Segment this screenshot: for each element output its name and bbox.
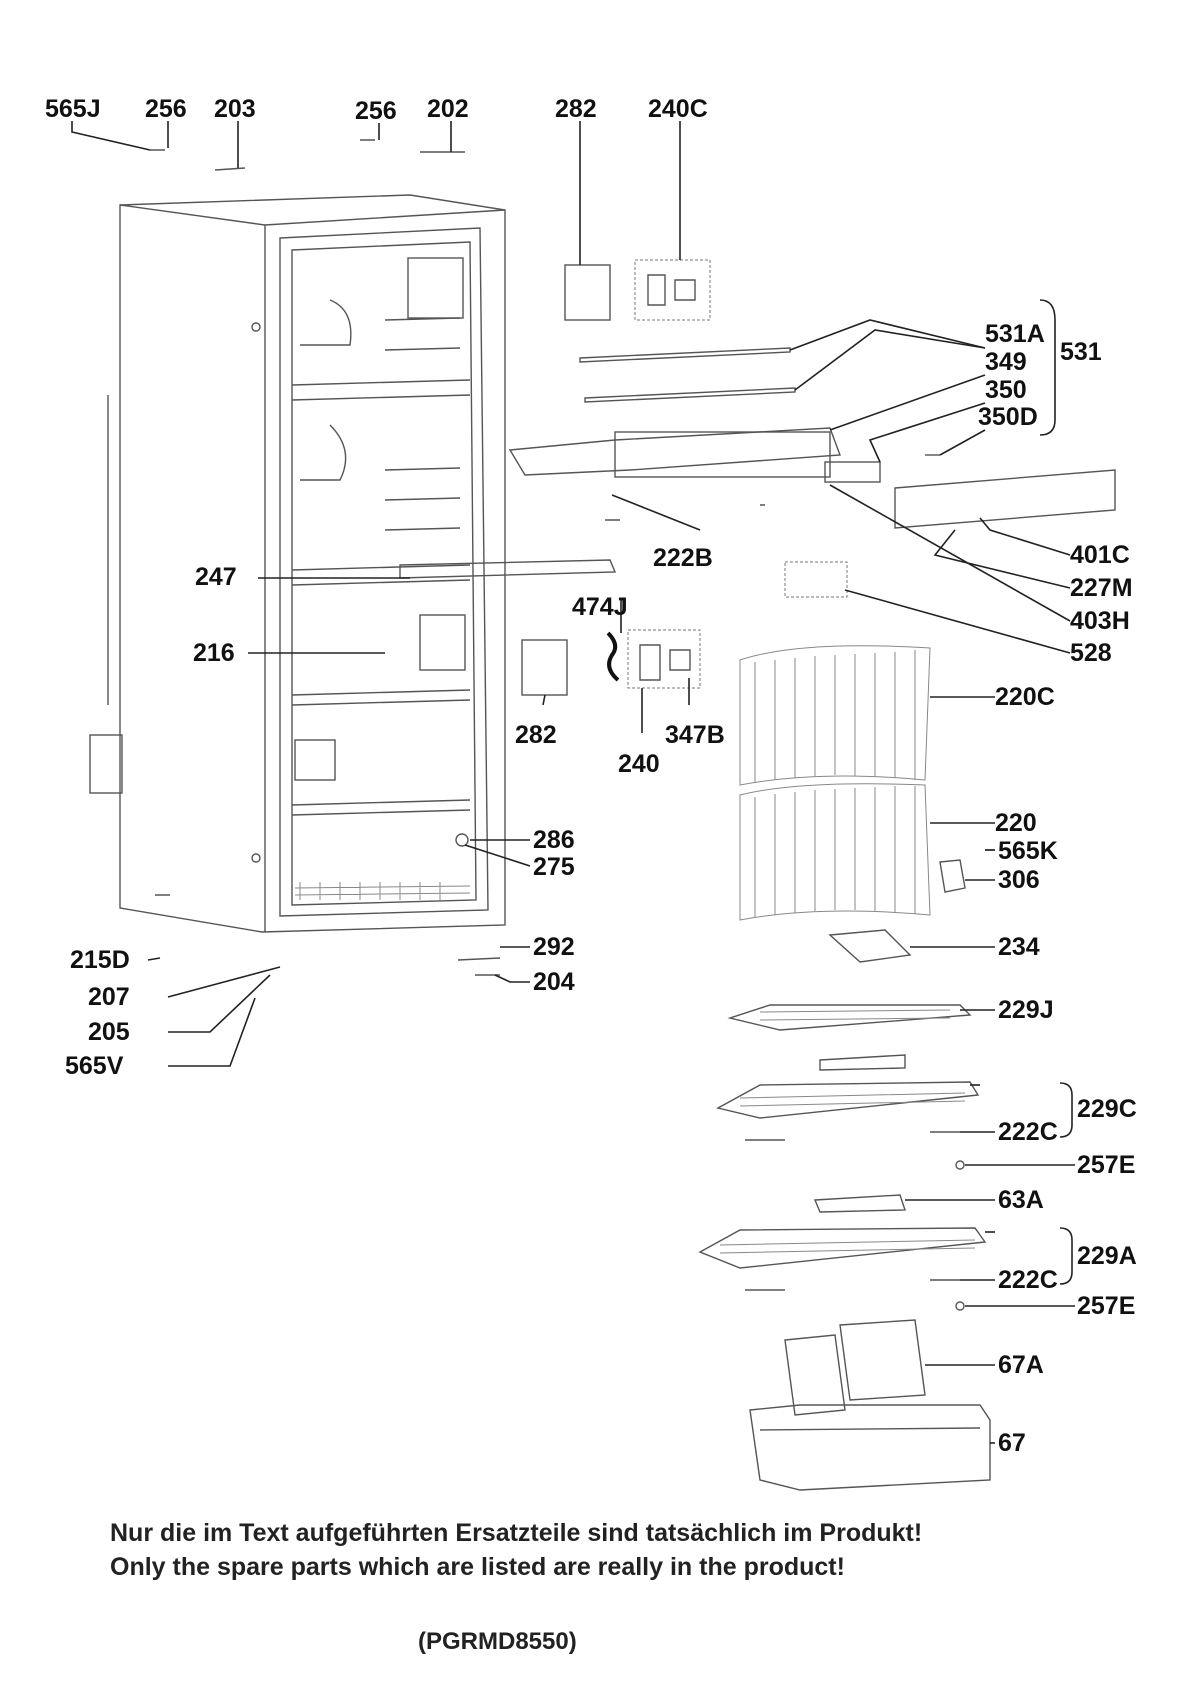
note-english: Only the spare parts which are listed ar… [110,1553,845,1581]
label-216: 216 [193,639,235,667]
label-222B: 222B [653,544,713,572]
label-202: 202 [427,95,469,123]
label-403H: 403H [1070,607,1130,635]
label-240C: 240C [648,95,708,123]
label-286: 286 [533,826,575,854]
label-222C-b: 222C [998,1266,1058,1294]
label-215D: 215D [70,946,130,974]
label-474J: 474J [572,593,628,621]
note-german: Nur die im Text aufgeführten Ersatzteile… [110,1519,923,1547]
label-292: 292 [533,933,575,961]
label-240: 240 [618,750,660,778]
label-247: 247 [195,563,237,591]
label-229J: 229J [998,996,1054,1024]
label-531A: 531A [985,320,1045,348]
label-220C: 220C [995,683,1055,711]
label-565V: 565V [65,1052,124,1080]
diagram-code: (PGRMD8550) [418,1628,577,1655]
label-203: 203 [214,95,256,123]
label-565J: 565J [45,95,101,123]
cabinet-drawing [89,139,506,976]
label-204: 204 [533,968,575,996]
label-256-b: 256 [355,97,397,125]
label-565K: 565K [998,837,1058,865]
label-306: 306 [998,866,1040,894]
leader-lines [71,121,1075,1444]
label-257E: 257E [1077,1151,1135,1179]
label-350: 350 [985,376,1027,404]
parts-drawing [399,259,1116,1491]
label-256: 256 [145,95,187,123]
label-229A: 229A [1077,1242,1137,1270]
label-67A: 67A [998,1351,1044,1379]
label-347B: 347B [665,721,725,749]
part-labels: 565J 256 203 256 202 282 240C 531A 349 5… [45,95,1137,1457]
label-275: 275 [533,853,575,881]
label-528: 528 [1070,639,1112,667]
label-234: 234 [998,933,1040,961]
label-401C: 401C [1070,541,1130,569]
label-220: 220 [995,809,1037,837]
label-282-b: 282 [515,721,557,749]
label-67: 67 [998,1429,1026,1457]
label-222C: 222C [998,1118,1058,1146]
label-257E-b: 257E [1077,1292,1135,1320]
label-63A: 63A [998,1186,1044,1214]
label-229C: 229C [1077,1095,1137,1123]
label-350D: 350D [978,403,1038,431]
label-349: 349 [985,348,1027,376]
label-227M: 227M [1070,574,1133,602]
label-207: 207 [88,983,130,1011]
label-531: 531 [1060,338,1102,366]
label-282: 282 [555,95,597,123]
label-205: 205 [88,1018,130,1046]
